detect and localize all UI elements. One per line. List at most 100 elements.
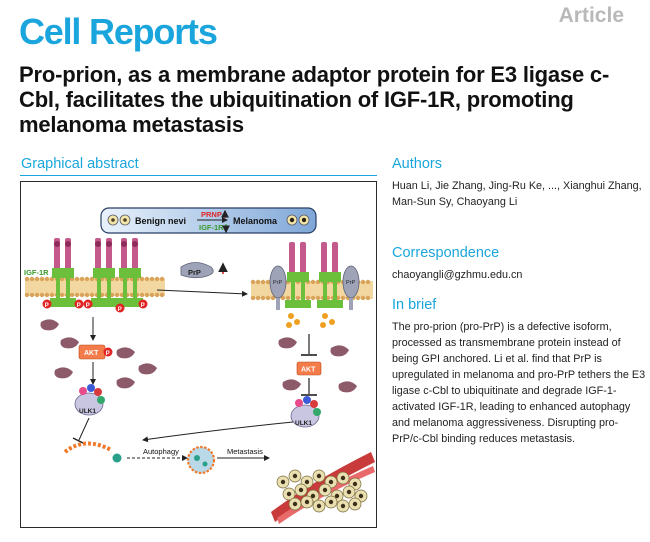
prp-membrane-label: PrP (273, 280, 283, 286)
cell-nucleus (310, 493, 316, 499)
progression-banner: Benign nevi PRNP IGF-1R Melanoma (100, 207, 317, 234)
cell-nucleus (346, 489, 352, 495)
lipid-head (159, 292, 165, 298)
lipid-head (139, 292, 145, 298)
metastatic-cell-cluster (271, 452, 375, 524)
ulk1-right-label: ULK1 (295, 420, 312, 427)
lipid-head (340, 295, 346, 301)
ulk1-left-label: ULK1 (79, 408, 96, 415)
akt-left-label: AKT (84, 350, 99, 357)
correspondence-section: Correspondence chaoyangli@gzhmu.edu.cn (392, 245, 642, 283)
lipid-head (270, 295, 276, 301)
cell-nucleus (328, 479, 334, 485)
prp-upregulation: PrP (180, 262, 228, 279)
phospho-label: P (118, 307, 122, 313)
lipid-head (59, 292, 65, 298)
lipid-head (44, 292, 50, 298)
inhibition-line-left (78, 417, 90, 441)
cell-nucleus (340, 503, 346, 509)
cell-nucleus (358, 493, 364, 499)
graphical-abstract-figure: Benign nevi PRNP IGF-1R Melanoma (20, 181, 377, 528)
authors-list: Huan Li, Jie Zhang, Jing-Ru Ke, ..., Xia… (392, 180, 642, 208)
banner-prnp-label: PRNP (201, 210, 222, 219)
lipid-head (114, 292, 120, 298)
lipid-head (260, 279, 266, 285)
authors-heading: Authors (392, 156, 442, 172)
lipid-head (295, 295, 301, 301)
transition-arrow (156, 289, 248, 297)
cell-nucleus (322, 487, 328, 493)
igf1r-receptor-left-b (91, 238, 117, 307)
in-brief-heading: In brief (392, 297, 437, 313)
lipid-head (260, 295, 266, 301)
lipid-head (74, 276, 80, 282)
lipid-head (360, 279, 366, 285)
cell-nucleus (304, 479, 310, 485)
cell-nucleus (286, 491, 292, 497)
banner-igf1r-label: IGF-1R (199, 223, 224, 232)
lipid-head (360, 295, 366, 301)
lipid-head (149, 292, 155, 298)
authors-section: Authors Huan Li, Jie Zhang, Jing-Ru Ke, … (392, 156, 642, 210)
phospho-label: P (77, 303, 81, 309)
graphical-abstract-heading: Graphical abstract (21, 156, 139, 172)
igf1r-label: IGF-1R (24, 268, 49, 277)
autophagy-label: Autophagy (143, 447, 179, 456)
nevi-cells-icon (107, 214, 131, 226)
lipid-head (84, 276, 90, 282)
lipid-head (250, 279, 256, 285)
akt-right-label: AKT (301, 367, 316, 374)
akt-right: AKT (296, 361, 322, 376)
lipid-head (24, 276, 30, 282)
lipid-head (310, 279, 316, 285)
lipid-head (39, 276, 45, 282)
lipid-head (79, 292, 85, 298)
correspondence-email[interactable]: chaoyangli@gzhmu.edu.cn (392, 269, 523, 281)
lipid-head (310, 295, 316, 301)
lipid-head (144, 276, 150, 282)
left-cell-membrane (24, 276, 165, 298)
lipid-head (84, 292, 90, 298)
cell-nucleus (304, 499, 310, 505)
section-divider (20, 175, 377, 176)
lipid-head (114, 276, 120, 282)
phospho-sites-left: P P P P P (42, 299, 148, 313)
lipid-head (144, 292, 150, 298)
graphical-abstract-diagram: Benign nevi PRNP IGF-1R Melanoma (24, 207, 375, 524)
prp-label: PrP (188, 268, 201, 277)
ulk1-complex-right: ULK1 (290, 396, 321, 428)
lipid-head (39, 292, 45, 298)
lipid-head (49, 292, 55, 298)
ubiquitin-chains (286, 313, 335, 328)
lipid-head (315, 295, 321, 301)
cell-nucleus (316, 473, 322, 479)
phospho-label: P (86, 303, 90, 309)
lipid-head (154, 292, 160, 298)
lipid-head (34, 292, 40, 298)
lipid-head (44, 276, 50, 282)
lipid-head (365, 279, 371, 285)
cell-nucleus (328, 499, 334, 505)
in-brief-text: The pro-prion (pro-PrP) is a defective i… (392, 321, 646, 445)
lipid-head (29, 276, 35, 282)
lipid-head (149, 276, 155, 282)
igf1r-receptor-left-a (50, 238, 76, 307)
lipid-head (285, 295, 291, 301)
melanoma-cells-icon (286, 214, 310, 226)
lipid-head (305, 295, 311, 301)
lipid-head (79, 276, 85, 282)
cell-nucleus (316, 503, 322, 509)
ulk1-complex-left: ULK1 (74, 384, 105, 416)
banner-melanoma-label: Melanoma (233, 216, 278, 226)
lipid-head (250, 295, 256, 301)
akt-left: AKT P (78, 344, 113, 360)
lipid-head (69, 292, 75, 298)
journal-name: Cell Reports (19, 11, 218, 52)
phagophore-membrane (63, 441, 112, 454)
cell-nucleus (352, 481, 358, 487)
paper-title: Pro-prion, as a membrane adaptor protein… (19, 62, 610, 137)
lipid-head (265, 295, 271, 301)
lipid-head (255, 279, 261, 285)
banner-benign-label: Benign nevi (135, 216, 186, 226)
lipid-head (34, 276, 40, 282)
